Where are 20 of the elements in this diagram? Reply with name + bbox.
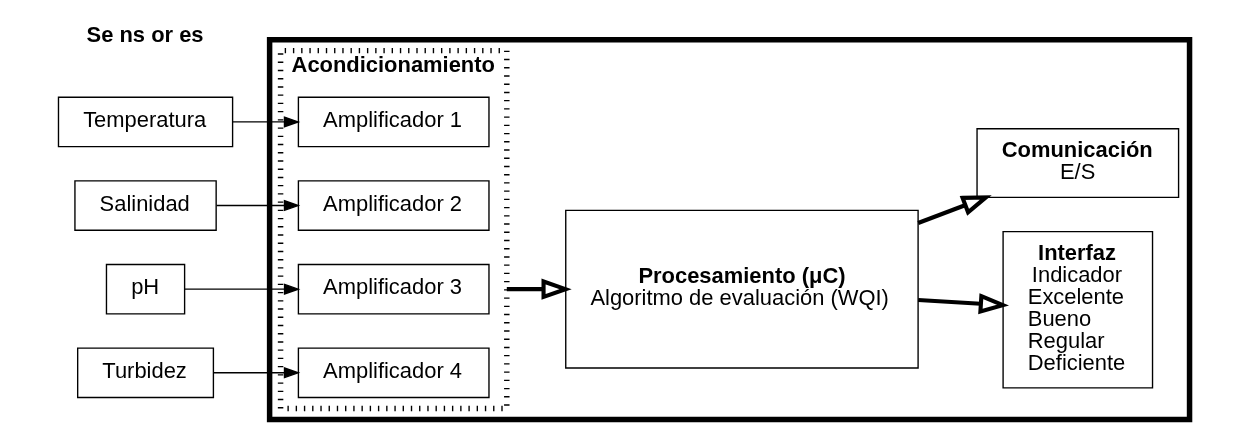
arrow bbox=[183, 283, 300, 295]
arrow bbox=[916, 195, 992, 225]
label: Se ns or es bbox=[86, 22, 204, 48]
node-box: Amplificador 2 bbox=[297, 180, 490, 231]
arrow bbox=[212, 367, 300, 379]
node-box: Procesamiento (μC) Algoritmo de evaluación (WQI) bbox=[564, 209, 919, 369]
cluster bbox=[266, 36, 1192, 423]
node-box: Amplificador 3 bbox=[297, 263, 490, 315]
node-box: pH bbox=[105, 263, 185, 315]
node-box: Temperatura bbox=[57, 96, 233, 148]
node-box: Comunicación E/S bbox=[975, 128, 1179, 198]
node-box: Interfaz Indicador Excelente Bueno Regular Deficiente bbox=[1001, 230, 1153, 389]
node-box: Amplificador 1 bbox=[297, 96, 490, 148]
node-box: Salinidad bbox=[73, 180, 217, 231]
node-box: Turbidez bbox=[76, 347, 214, 399]
arrow bbox=[231, 116, 300, 128]
arrow bbox=[215, 199, 300, 212]
node-box: Amplificador 4 bbox=[297, 347, 490, 399]
arrow bbox=[917, 293, 1009, 315]
arrow bbox=[506, 278, 572, 300]
